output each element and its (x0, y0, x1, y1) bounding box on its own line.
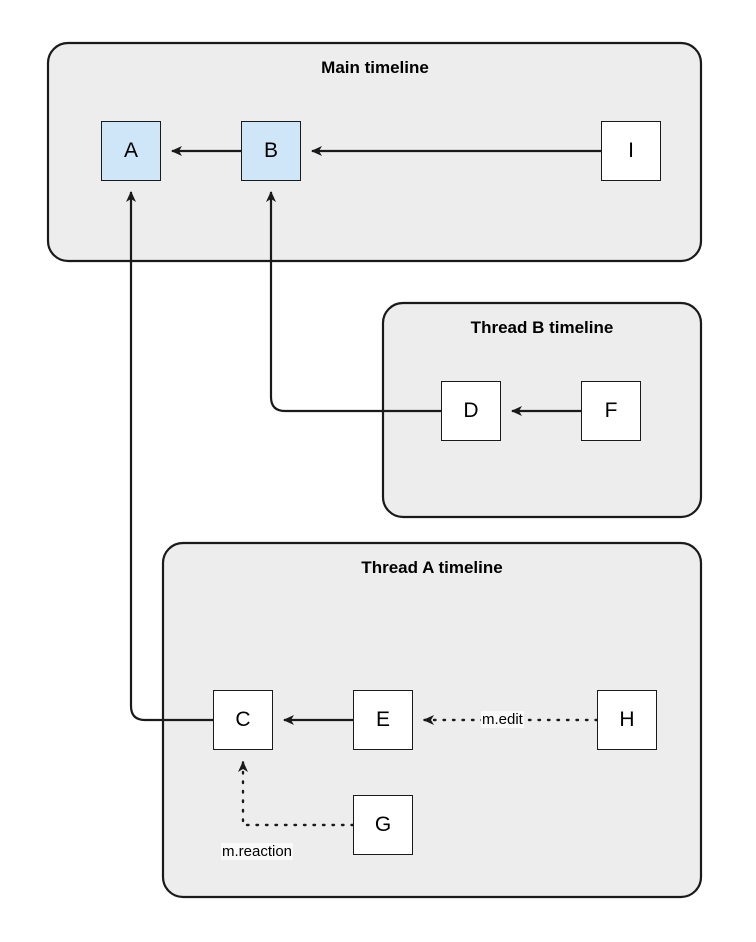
node-c[interactable]: C (213, 690, 273, 750)
node-d[interactable]: D (441, 381, 501, 441)
node-h[interactable]: H (597, 690, 657, 750)
edge-label-m-reaction: m.reaction (221, 843, 294, 860)
container-title-thread-a-timeline: Thread A timeline (361, 558, 503, 577)
node-a[interactable]: A (101, 121, 161, 181)
node-g[interactable]: G (353, 795, 413, 855)
edge-g-to-c (238, 760, 355, 827)
node-i[interactable]: I (601, 121, 661, 181)
container-title-thread-b-timeline: Thread B timeline (470, 318, 614, 337)
node-e[interactable]: E (353, 690, 413, 750)
container-title-main-timeline: Main timeline (321, 58, 429, 77)
node-b[interactable]: B (241, 121, 301, 181)
node-f[interactable]: F (581, 381, 641, 441)
edge-d-to-b (266, 191, 441, 413)
edge-label-m-edit: m.edit (481, 711, 524, 728)
edge-c-to-a (126, 191, 213, 722)
